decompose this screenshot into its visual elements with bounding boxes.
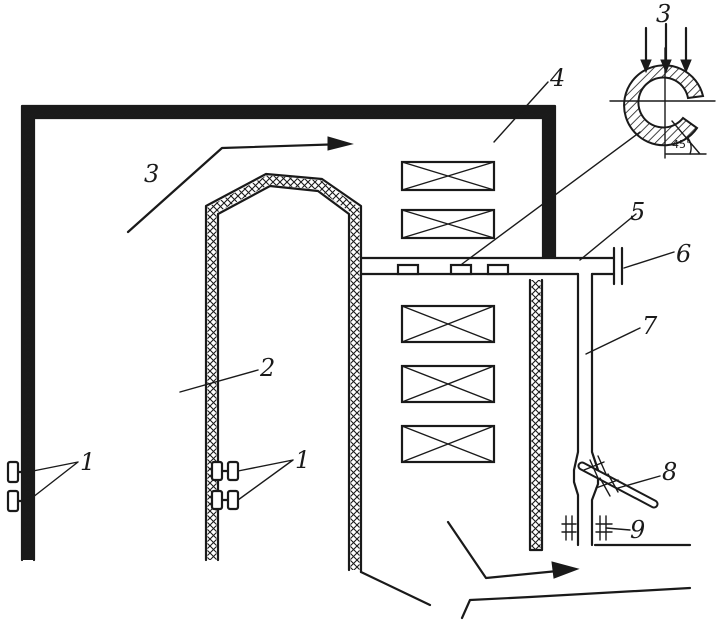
fastener-crosses xyxy=(561,515,613,541)
port-group-left xyxy=(6,460,30,513)
flange xyxy=(612,246,624,286)
label-4: 4 xyxy=(549,64,565,92)
tube-block xyxy=(400,160,496,192)
inner-partition xyxy=(204,172,363,574)
flow-arrow-bottom xyxy=(446,520,580,580)
label-5: 5 xyxy=(630,198,645,226)
label-6: 6 xyxy=(676,240,691,268)
label-1-middle: 1 xyxy=(295,446,310,474)
vertical-pipe xyxy=(572,272,600,547)
tube-block xyxy=(400,304,496,344)
number-labels: 1 1 2 3 3 4 5 6 7 8 9 45° xyxy=(80,0,692,544)
flow-arrow-top xyxy=(126,136,354,234)
valve-handle xyxy=(577,455,659,509)
label-9: 9 xyxy=(630,516,645,544)
label-3-detail: 3 xyxy=(656,0,671,28)
tube-banks xyxy=(400,160,496,464)
outer-wall xyxy=(20,104,557,562)
tube-block xyxy=(400,364,496,404)
label-1-left: 1 xyxy=(80,448,95,476)
port-group-middle xyxy=(210,460,240,511)
label-8: 8 xyxy=(662,458,677,486)
label-7: 7 xyxy=(642,312,658,340)
outlet-channel xyxy=(359,543,692,620)
angle-label: 45° xyxy=(672,138,692,151)
nozzle-detail xyxy=(609,22,716,159)
leader-lines xyxy=(27,81,675,531)
label-2: 2 xyxy=(259,354,275,382)
horizontal-pipe xyxy=(359,256,616,276)
tube-block xyxy=(400,424,496,464)
tube-block xyxy=(400,208,496,240)
label-3-flow: 3 xyxy=(144,160,159,188)
